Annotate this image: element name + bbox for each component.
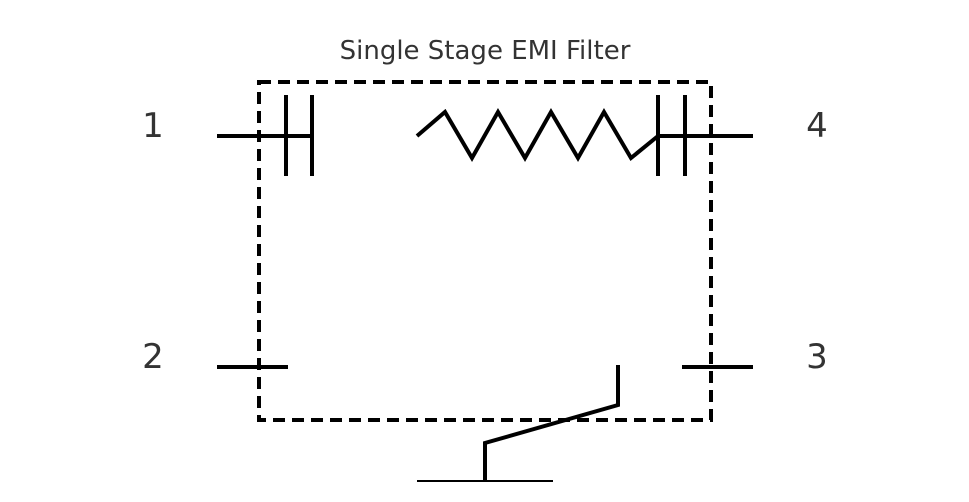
input-capacitor [284, 95, 314, 176]
terminal-2-label: 2 [142, 337, 164, 377]
filter-enclosure-box [257, 80, 713, 422]
ground-wire [483, 365, 620, 481]
diagram-title: Single Stage EMI Filter [340, 36, 631, 66]
terminal-3-label: 3 [806, 337, 828, 377]
terminal-1-label: 1 [142, 106, 164, 146]
terminal-4-label: 4 [806, 106, 828, 146]
series-resistor [415, 107, 660, 163]
